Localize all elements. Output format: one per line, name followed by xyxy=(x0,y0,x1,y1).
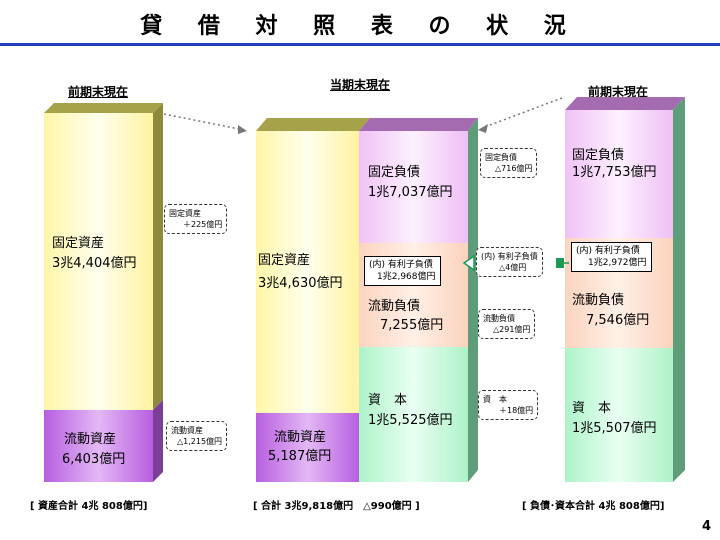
page-title: 貸 借 対 照 表 の 状 況 xyxy=(140,14,580,39)
change-note-interest-debt-label: (内) 有利子負債 xyxy=(481,252,538,261)
center-current-liab-label: 流動負債 xyxy=(368,299,421,314)
center-interest-debt-box: (内) 有利子負債 1兆2,968億円 xyxy=(364,256,441,286)
change-note-interest-debt: (内) 有利子負債 △4億円 xyxy=(476,247,543,277)
change-note-current-assets: 流動資産 △1,215億円 xyxy=(166,421,228,451)
right-current-liab-value: 7,546億円 xyxy=(586,313,650,328)
change-note-fixed-assets-label: 固定資産 xyxy=(169,209,201,218)
center-current-liab-value: 7,255億円 xyxy=(380,318,444,333)
left-total: [ 資産合計 4兆 808億円] xyxy=(30,501,148,512)
right-interest-debt-box: (内) 有利子負債 1兆2,972億円 xyxy=(571,242,652,272)
change-note-fixed-assets: 固定資産 ＋225億円 xyxy=(164,204,228,234)
center-fixed-assets-label: 固定資産 xyxy=(258,253,311,268)
center-capital-label: 資 本 xyxy=(368,393,408,408)
left-current-assets-label: 流動資産 xyxy=(64,432,117,447)
header-prev-right: 前期末現在 xyxy=(588,85,649,99)
center-assets-bar xyxy=(256,118,370,482)
center-interest-debt-label: (内) 有利子負債 xyxy=(369,260,433,270)
right-fixed-liab-value: 1兆7,753億円 xyxy=(572,165,657,180)
left-fixed-assets-label: 固定資産 xyxy=(52,236,105,251)
right-interest-debt-value: 1兆2,972億円 xyxy=(588,258,647,268)
right-total: [ 負債･資本合計 4兆 808億円] xyxy=(522,501,665,512)
center-fixed-assets-value: 3兆4,630億円 xyxy=(258,276,343,291)
right-capital-label: 資 本 xyxy=(572,401,612,416)
right-current-liab-label: 流動負債 xyxy=(572,293,625,308)
header-prev-left: 前期末現在 xyxy=(68,85,129,99)
change-note-capital-value: ＋18億円 xyxy=(499,406,534,415)
period-arrows xyxy=(163,97,563,131)
change-note-current-assets-label: 流動資産 xyxy=(171,426,203,435)
left-bar xyxy=(44,103,163,482)
center-fixed-liab-label: 固定負債 xyxy=(368,165,421,180)
change-note-current-liab-label: 流動負債 xyxy=(483,314,515,323)
center-total: [ 合計 3兆9,818億円 △990億円 ] xyxy=(253,501,420,512)
change-note-fixed-assets-value: ＋225億円 xyxy=(183,220,223,229)
change-note-current-liab-value: △291億円 xyxy=(493,325,531,334)
change-note-fixed-liab-label: 固定負債 xyxy=(485,153,517,162)
change-note-fixed-liab: 固定負債 △716億円 xyxy=(480,148,538,178)
change-note-fixed-liab-value: △716億円 xyxy=(495,164,533,173)
left-current-assets-value: 6,403億円 xyxy=(62,452,126,467)
right-interest-debt-label: (内) 有利子負債 xyxy=(576,246,640,256)
title-underline xyxy=(0,43,720,46)
right-fixed-liab-label: 固定負債 xyxy=(572,148,625,163)
center-capital-value: 1兆5,525億円 xyxy=(368,413,453,428)
page-number: 4 xyxy=(702,519,712,534)
change-note-current-assets-value: △1,215億円 xyxy=(177,437,223,446)
right-capital-value: 1兆5,507億円 xyxy=(572,421,657,436)
header-current: 当期末現在 xyxy=(330,78,391,92)
center-interest-debt-value: 1兆2,968億円 xyxy=(377,272,436,282)
change-note-capital: 資 本 ＋18億円 xyxy=(478,390,539,420)
left-fixed-assets-value: 3兆4,404億円 xyxy=(52,256,137,271)
center-current-assets-label: 流動資産 xyxy=(274,430,327,445)
center-current-assets-value: 5,187億円 xyxy=(268,449,332,464)
change-note-current-liab: 流動負債 △291億円 xyxy=(478,309,536,339)
center-fixed-liab-value: 1兆7,037億円 xyxy=(368,185,453,200)
change-note-capital-label: 資 本 xyxy=(483,395,507,404)
change-note-interest-debt-value: △4億円 xyxy=(499,263,527,272)
